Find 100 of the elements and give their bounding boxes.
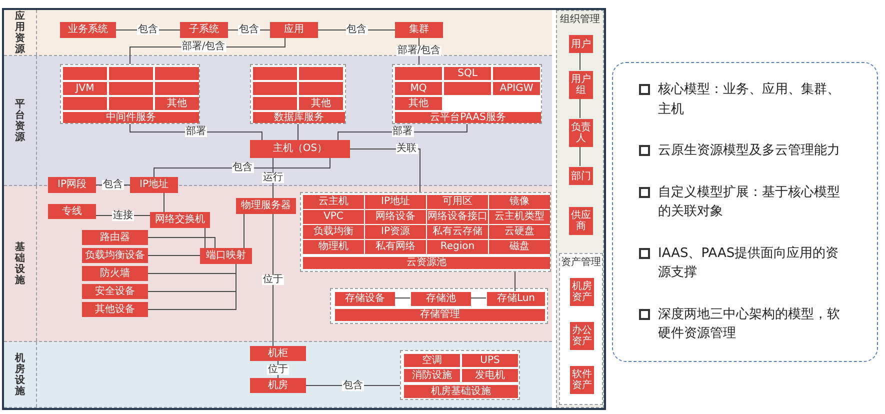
connector-line bbox=[272, 158, 274, 198]
group-frame bbox=[392, 64, 542, 124]
entity-box: 云主机类型 bbox=[489, 210, 550, 224]
entity-box bbox=[155, 67, 199, 80]
edge-label: 关联 bbox=[396, 144, 418, 154]
edge-label: 包含 bbox=[238, 25, 260, 35]
entity-box: 机柜 bbox=[250, 346, 306, 361]
swimlane bbox=[4, 10, 552, 56]
entity-box: 办公资产 bbox=[570, 322, 594, 350]
entity-box: 用户组 bbox=[569, 71, 593, 99]
category-bar: 云平台PAAS服务 bbox=[395, 112, 541, 123]
entity-box: 负载均衡设备 bbox=[82, 248, 148, 263]
entity-box: 存储Lun bbox=[487, 292, 545, 306]
entity-box: 端口映射 bbox=[200, 248, 252, 264]
entity-box: 子系统 bbox=[180, 22, 228, 38]
entity-box: 网络交换机 bbox=[150, 212, 210, 228]
entity-box: 云硬盘 bbox=[489, 225, 550, 239]
edge-label: 部署 bbox=[185, 127, 207, 137]
connector-line bbox=[148, 237, 216, 248]
entity-box: 其他设备 bbox=[82, 302, 148, 317]
lane-label: 应用资源 bbox=[15, 10, 25, 54]
edge-label: 部署/包含 bbox=[396, 46, 442, 56]
entity-box: 网络设备 bbox=[365, 210, 426, 224]
connector-line bbox=[130, 124, 262, 140]
group-frame bbox=[60, 64, 200, 124]
connector-line bbox=[338, 124, 468, 140]
entity-box bbox=[299, 82, 343, 95]
entity-box: 用户 bbox=[569, 35, 593, 53]
connector-line bbox=[514, 272, 516, 292]
entity-box bbox=[109, 67, 153, 80]
entity-box: 负载均衡 bbox=[303, 225, 364, 239]
entity-box: IP网段 bbox=[48, 177, 96, 193]
connector-line bbox=[148, 255, 200, 256]
connector-line bbox=[148, 264, 236, 310]
entity-box: 可用区 bbox=[427, 195, 488, 209]
entity-box: 发电机 bbox=[462, 369, 518, 382]
entity-box: 磁盘 bbox=[489, 240, 550, 254]
edge-label: 包含 bbox=[137, 25, 159, 35]
category-bar: 存储管理 bbox=[335, 309, 545, 321]
edge-label: 连接 bbox=[112, 210, 134, 220]
entity-box: 存储池 bbox=[411, 292, 471, 306]
lane-label: 机房设施 bbox=[15, 352, 25, 396]
entity-box: JVM bbox=[63, 82, 107, 95]
entity-box: 负责人 bbox=[569, 119, 593, 147]
edge-label: 部署 bbox=[392, 127, 414, 137]
group-frame bbox=[300, 192, 551, 272]
entity-box: 机房资产 bbox=[570, 278, 594, 306]
edge-label: 包含 bbox=[232, 163, 254, 173]
entity-box: APIGW bbox=[493, 82, 540, 95]
sub-panel bbox=[559, 253, 603, 405]
entity-box bbox=[63, 67, 107, 80]
edge-label: 包含 bbox=[346, 25, 368, 35]
entity-box bbox=[253, 97, 297, 110]
bullet-text: 自定义模型扩展：基于核心模型的关联对象 bbox=[658, 184, 841, 222]
bullet-text: 深度两地三中心架构的模型，软硬件资源管理 bbox=[658, 306, 841, 344]
entity-box: VPC bbox=[303, 210, 364, 224]
entity-box bbox=[395, 67, 442, 80]
bullet-text: 云原生资源模型及多云管理能力 bbox=[658, 142, 840, 160]
entity-box: 消防设施 bbox=[404, 369, 460, 382]
entity-box bbox=[109, 82, 153, 95]
entity-box: 其他 bbox=[299, 97, 343, 110]
connector-line bbox=[204, 228, 206, 248]
lane-label: 基础设施 bbox=[15, 242, 25, 286]
edge-label: 包含 bbox=[342, 380, 364, 390]
category-bar: 中间件服务 bbox=[63, 112, 199, 123]
entity-box: 镜像 bbox=[489, 195, 550, 209]
entity-box: IP资源 bbox=[365, 225, 426, 239]
feature-card bbox=[612, 62, 878, 362]
entity-box: 业务系统 bbox=[60, 22, 116, 38]
entity-box: MQ bbox=[395, 82, 442, 95]
entity-box bbox=[109, 97, 153, 110]
entity-box: 主机（OS） bbox=[250, 140, 350, 158]
connector-line bbox=[154, 158, 330, 178]
side-panel bbox=[556, 10, 604, 408]
entity-box: 专线 bbox=[48, 204, 96, 219]
entity-box: 安全设备 bbox=[82, 284, 148, 299]
lane-label: 平台资源 bbox=[15, 98, 25, 142]
category-bar: 机房基础设施 bbox=[404, 385, 518, 398]
entity-box bbox=[155, 82, 199, 95]
group-frame bbox=[400, 350, 520, 400]
entity-box: 空调 bbox=[404, 354, 460, 367]
entity-box: 私有云存储 bbox=[427, 225, 488, 239]
panel-title: 组织管理 bbox=[559, 15, 601, 25]
entity-box: 物理服务器 bbox=[236, 198, 296, 214]
category-bar: 数据库服务 bbox=[253, 112, 345, 123]
category-bar: 云资源池 bbox=[303, 257, 550, 269]
entity-box: 机房 bbox=[250, 378, 306, 393]
entity-box bbox=[444, 82, 491, 95]
entity-box: 物理机 bbox=[303, 240, 364, 254]
entity-box: IP地址 bbox=[130, 177, 178, 193]
entity-box bbox=[299, 67, 343, 80]
entity-box: IP地址 bbox=[365, 195, 426, 209]
entity-box: 路由器 bbox=[82, 230, 148, 245]
connector-line bbox=[272, 214, 274, 346]
entity-box: 网络设备接口 bbox=[427, 210, 488, 224]
edge-label: 包含 bbox=[102, 180, 124, 190]
entity-box: 防火墙 bbox=[82, 266, 148, 281]
bullet-text: 核心模型：业务、应用、集群、主机 bbox=[658, 81, 841, 119]
edge-label: 位于 bbox=[262, 275, 284, 285]
entity-box bbox=[63, 97, 107, 110]
